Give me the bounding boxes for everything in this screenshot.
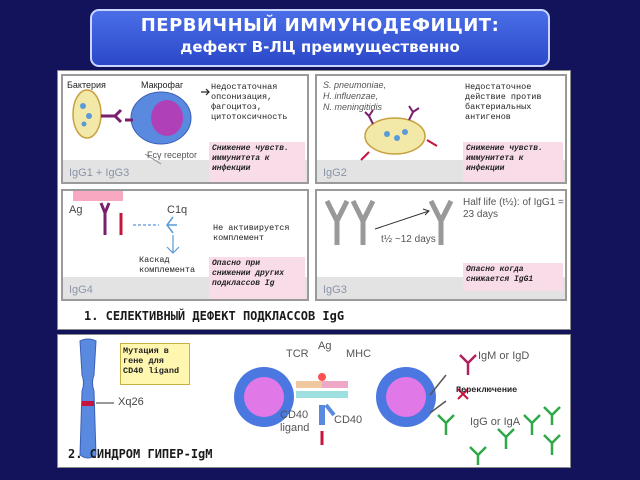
organism-1: S. pneumoniae, xyxy=(323,80,387,90)
igm-igd-label: IgM or IgD xyxy=(478,350,530,362)
section1-title: 1. СЕЛЕКТИВНЫЙ ДЕФЕКТ ПОДКЛАССОВ IgG xyxy=(84,309,345,323)
section2-panel: Мутация в гене для CD40 ligand Xq26 TCR … xyxy=(57,334,571,468)
igg4-illustration xyxy=(73,191,180,254)
section2-title: 2. СИНДРОМ ГИПЕР-IgM xyxy=(68,447,213,461)
igg2-illustration xyxy=(360,105,438,161)
fc-receptor-label: Fcγ receptor xyxy=(147,150,198,160)
igg4-label: IgG4 xyxy=(69,284,93,296)
cascade-label: Каскад комплемента xyxy=(139,255,196,275)
igg4-description: Не активируется комплемент xyxy=(213,223,290,243)
igg-iga-label: IgG or IgA xyxy=(470,416,521,428)
organism-3: N. meningitidis xyxy=(323,102,383,112)
cell-igg4: Ag C1q Не активируется комплемент Каскад… xyxy=(61,189,309,301)
section1-panel: Бактерия Макрофаг Fcγ receptor Недостато… xyxy=(57,70,571,330)
cd40-label: CD40 xyxy=(334,414,363,426)
igg2-note: Снижение чувств. иммунитета к инфекции xyxy=(463,142,563,182)
igg2-label: IgG2 xyxy=(323,167,347,179)
hyper-igm-illustration xyxy=(79,338,561,465)
title-line1: ПЕРВИЧНЫЙ ИММУНОДЕФИЦИТ: xyxy=(140,15,500,36)
c1q-label: C1q xyxy=(167,204,188,216)
igg4-ag-label: Ag xyxy=(69,204,83,216)
halflife-igg3: t½ ~12 days xyxy=(381,234,436,245)
xq26-label: Xq26 xyxy=(118,396,144,408)
igg13-description: Недостаточная опсонизация, фагоцитоз, ци… xyxy=(211,82,288,122)
organism-2: H. influenzae, xyxy=(323,91,379,101)
igg13-note: Снижение чувств. иммунитета к инфекции xyxy=(209,142,305,182)
switch-label: Переключение xyxy=(456,385,518,395)
cd40-ligand-label: CD40 ligand xyxy=(280,409,310,434)
igg4-note: Опасно при снижении других подклассов Ig xyxy=(209,257,305,299)
title-box: ПЕРВИЧНЫЙ ИММУНОДЕФИЦИТ: дефект В-ЛЦ пре… xyxy=(90,9,550,67)
mutation-label: Мутация в гене для CD40 ligand xyxy=(120,343,190,385)
igg3-label: IgG3 xyxy=(323,284,347,296)
mhc-label: MHC xyxy=(346,348,372,360)
ag-label: Ag xyxy=(318,340,332,352)
bacteria-label: Бактерия xyxy=(67,80,106,90)
igg2-description: Недостаточное действие против бактериаль… xyxy=(465,82,542,122)
igg3-illustration xyxy=(324,199,454,245)
cell-igg1-igg3: Бактерия Макрофаг Fcγ receptor Недостато… xyxy=(61,74,309,184)
igg1-igg3-illustration xyxy=(72,88,210,165)
igg13-label: IgG1 + IgG3 xyxy=(69,167,130,179)
cell-igg3: Half life (t½): of IgG1 = 23 days t½ ~12… xyxy=(315,189,567,301)
cell-igg2: S. pneumoniae, H. influenzae, N. meningi… xyxy=(315,74,567,184)
tcr-label: TCR xyxy=(286,348,309,360)
macrophage-label: Макрофаг xyxy=(141,80,184,90)
igg3-note: Опасно когда снижается IgG1 xyxy=(463,263,563,291)
title-line2: дефект В-ЛЦ преимущественно xyxy=(180,38,460,56)
halflife-igg1: Half life (t½): of IgG1 = 23 days xyxy=(463,197,564,220)
